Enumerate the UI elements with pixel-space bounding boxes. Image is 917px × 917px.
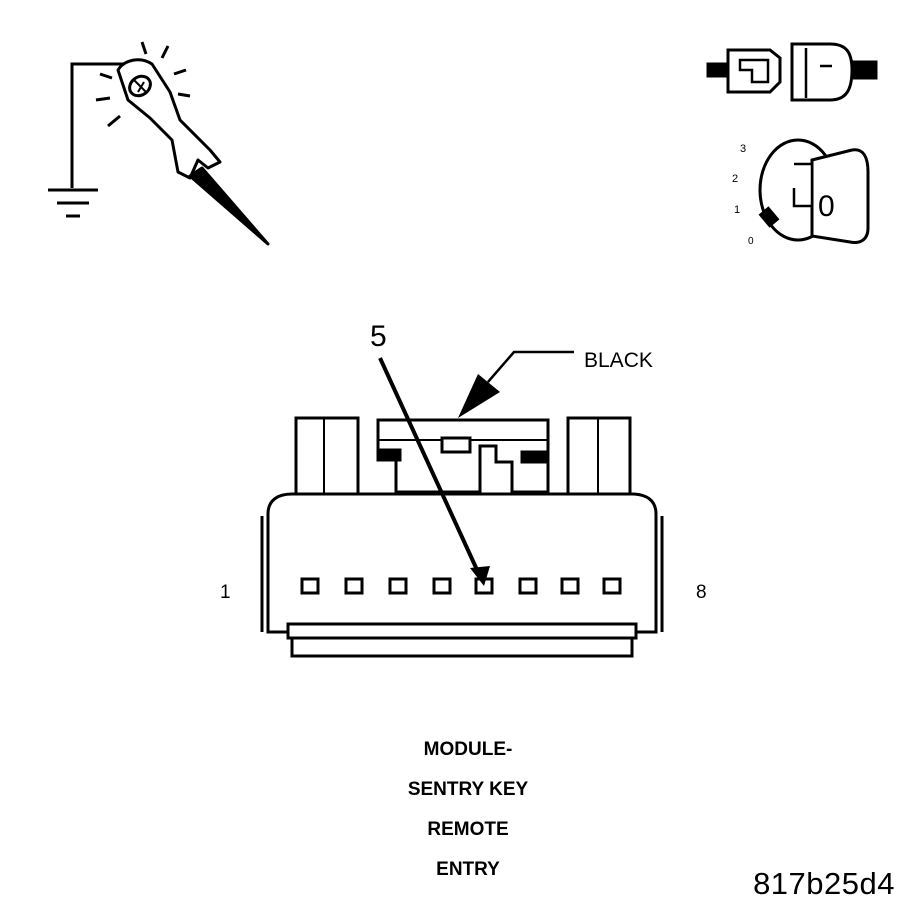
connector-pin-2 bbox=[344, 577, 364, 595]
ignition-position-1: 1 bbox=[734, 204, 740, 216]
pin-5-leader-line bbox=[378, 357, 490, 586]
connector-pin-3 bbox=[388, 577, 408, 595]
black-color-leader-line bbox=[458, 350, 574, 418]
connector-pin-8 bbox=[602, 577, 622, 595]
ignition-position-3: 3 bbox=[740, 143, 746, 155]
connector-pin-1 bbox=[300, 577, 320, 595]
ignition-position-2: 2 bbox=[732, 173, 738, 185]
pin-1-label: 1 bbox=[220, 582, 231, 603]
caption-line-3: REMOTE bbox=[427, 819, 509, 840]
pin-8-label: 8 bbox=[696, 582, 707, 603]
ground-symbol-icon bbox=[48, 62, 124, 218]
key-symbol-label: 0 bbox=[818, 190, 835, 223]
caption-line-4: ENTRY bbox=[436, 859, 500, 880]
disconnected-connector-icon bbox=[706, 42, 878, 102]
connector-pin-4 bbox=[432, 577, 452, 595]
caption-line-1: MODULE- bbox=[423, 739, 513, 760]
connector-pin-6 bbox=[518, 577, 538, 595]
component-caption: MODULE- SENTRY KEY REMOTE ENTRY bbox=[308, 730, 628, 890]
ignition-key-icon: 0 3 2 1 0 bbox=[732, 138, 870, 247]
ignition-position-0: 0 bbox=[748, 236, 754, 247]
color-callout: BLACK bbox=[584, 349, 653, 372]
test-light-probe-icon bbox=[95, 41, 270, 246]
connector-housing bbox=[260, 416, 664, 658]
pin-5-callout: 5 bbox=[370, 320, 387, 353]
connector-pin-7 bbox=[560, 577, 580, 595]
figure-id: 817b25d4 bbox=[753, 866, 895, 901]
caption-line-2: SENTRY KEY bbox=[407, 779, 529, 800]
